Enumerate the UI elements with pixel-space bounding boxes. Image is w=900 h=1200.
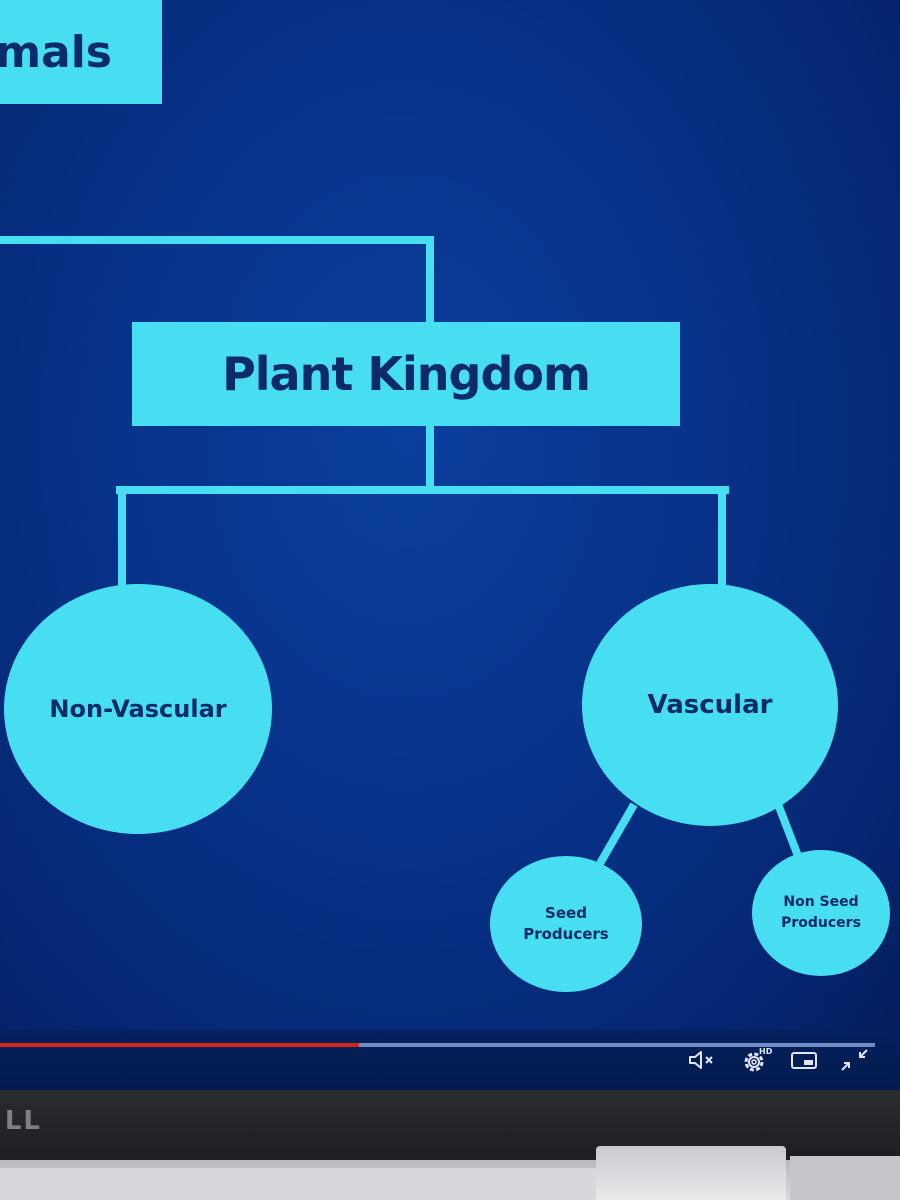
mute-button[interactable] xyxy=(686,1046,718,1074)
non-vascular-label: Non-Vascular xyxy=(49,695,227,723)
monitor-screen: mals Plant Kingdom Non-Vascular Vascular… xyxy=(0,0,900,1090)
miniplayer-icon xyxy=(791,1052,817,1069)
seed-producers-node: Seed Producers xyxy=(490,856,642,992)
non-seed-producers-label-line1: Non Seed xyxy=(783,894,859,910)
seed-producers-label-line1: Seed xyxy=(545,904,587,922)
non-vascular-node: Non-Vascular xyxy=(4,584,272,834)
hd-badge: HD xyxy=(759,1047,772,1056)
vascular-label: Vascular xyxy=(647,690,773,720)
progress-bar[interactable] xyxy=(0,1043,875,1047)
connector-to-seed xyxy=(596,802,638,866)
connector-to-non-seed xyxy=(772,798,804,862)
laptop-hinge xyxy=(596,1146,786,1200)
video-player-controls: HD xyxy=(0,1030,900,1090)
laptop-base-right xyxy=(790,1156,900,1200)
bezel-logo-text: LL xyxy=(4,1110,42,1132)
plant-kingdom-label: Plant Kingdom xyxy=(222,347,591,401)
connector-lines xyxy=(0,236,804,866)
slide-diagram: mals Plant Kingdom Non-Vascular Vascular… xyxy=(0,0,890,992)
mute-icon xyxy=(689,1051,713,1069)
vascular-node: Vascular xyxy=(582,584,838,826)
settings-button[interactable]: HD xyxy=(740,1046,772,1074)
miniplayer-button[interactable] xyxy=(788,1046,820,1074)
bezel-brand-logo: LL xyxy=(0,1110,46,1132)
progress-played xyxy=(0,1043,359,1047)
non-seed-producers-node: Non Seed Producers xyxy=(752,850,890,976)
previous-slide-title-box: mals xyxy=(0,0,162,104)
seed-producers-label-line2: Producers xyxy=(523,925,609,943)
laptop-base-left xyxy=(0,1168,600,1200)
non-seed-producers-label-line2: Producers xyxy=(781,915,861,931)
exit-fullscreen-button[interactable] xyxy=(838,1046,870,1074)
exit-fullscreen-icon xyxy=(841,1049,868,1071)
connector-top-left xyxy=(0,236,434,326)
settings-gear-icon: HD xyxy=(744,1047,772,1072)
previous-slide-title-text: mals xyxy=(0,26,112,78)
plant-kingdom-box: Plant Kingdom xyxy=(132,322,680,426)
